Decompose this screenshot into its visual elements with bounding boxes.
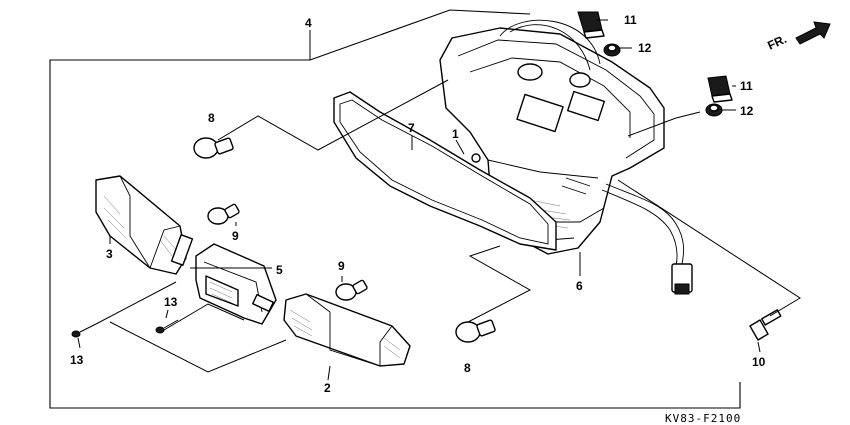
bulb-tail-upper [193, 137, 234, 159]
callout-12-lower: 12 [740, 104, 754, 118]
callout-1: 1 [452, 127, 459, 141]
clip-upper [577, 11, 605, 39]
callout-11-upper: 11 [624, 13, 637, 27]
turn-signal-holder [195, 243, 277, 325]
callout-7: 7 [408, 121, 415, 135]
clip-lower [707, 75, 733, 103]
callout-4: 4 [305, 16, 312, 30]
nut-upper [603, 43, 621, 57]
callout-10: 10 [752, 355, 766, 369]
callout-12-upper: 12 [638, 41, 652, 55]
wire-harness [605, 183, 685, 265]
nut-lower [705, 103, 723, 117]
assembly-frame [49, 59, 741, 409]
callout-11-lower: 11 [740, 79, 753, 93]
callout-8-lower: 8 [464, 361, 471, 375]
callout-9-right: 9 [338, 259, 345, 273]
screw-center [155, 319, 179, 334]
direction-arrow-icon [795, 21, 831, 45]
screw-left [71, 323, 97, 338]
bolt [749, 309, 782, 341]
callout-3: 3 [106, 247, 113, 261]
direction-label: FR. [765, 32, 788, 53]
callout-2: 2 [324, 381, 331, 395]
assembly-frame-top [309, 9, 531, 61]
left-turn-signal-lens [95, 175, 194, 275]
callout-13-center: 13 [164, 295, 178, 309]
lens-gasket [333, 91, 557, 251]
bulb-tail-lower [455, 319, 496, 343]
leader-lines [77, 19, 801, 381]
callout-9-left: 9 [232, 229, 239, 243]
right-turn-signal-lens [283, 293, 411, 367]
bulb-turn-left [207, 203, 240, 225]
bulb-turn-right [335, 279, 368, 301]
wire-connector-plug [674, 283, 690, 295]
lens-gasket-inner [339, 99, 549, 245]
callout-8-upper: 8 [208, 111, 215, 125]
figure-code: KV83-F2100 [665, 412, 741, 425]
callout-6: 6 [576, 279, 583, 293]
wire-harness-b [601, 189, 678, 267]
callout-13-left: 13 [70, 353, 84, 367]
callout-5: 5 [276, 263, 283, 277]
